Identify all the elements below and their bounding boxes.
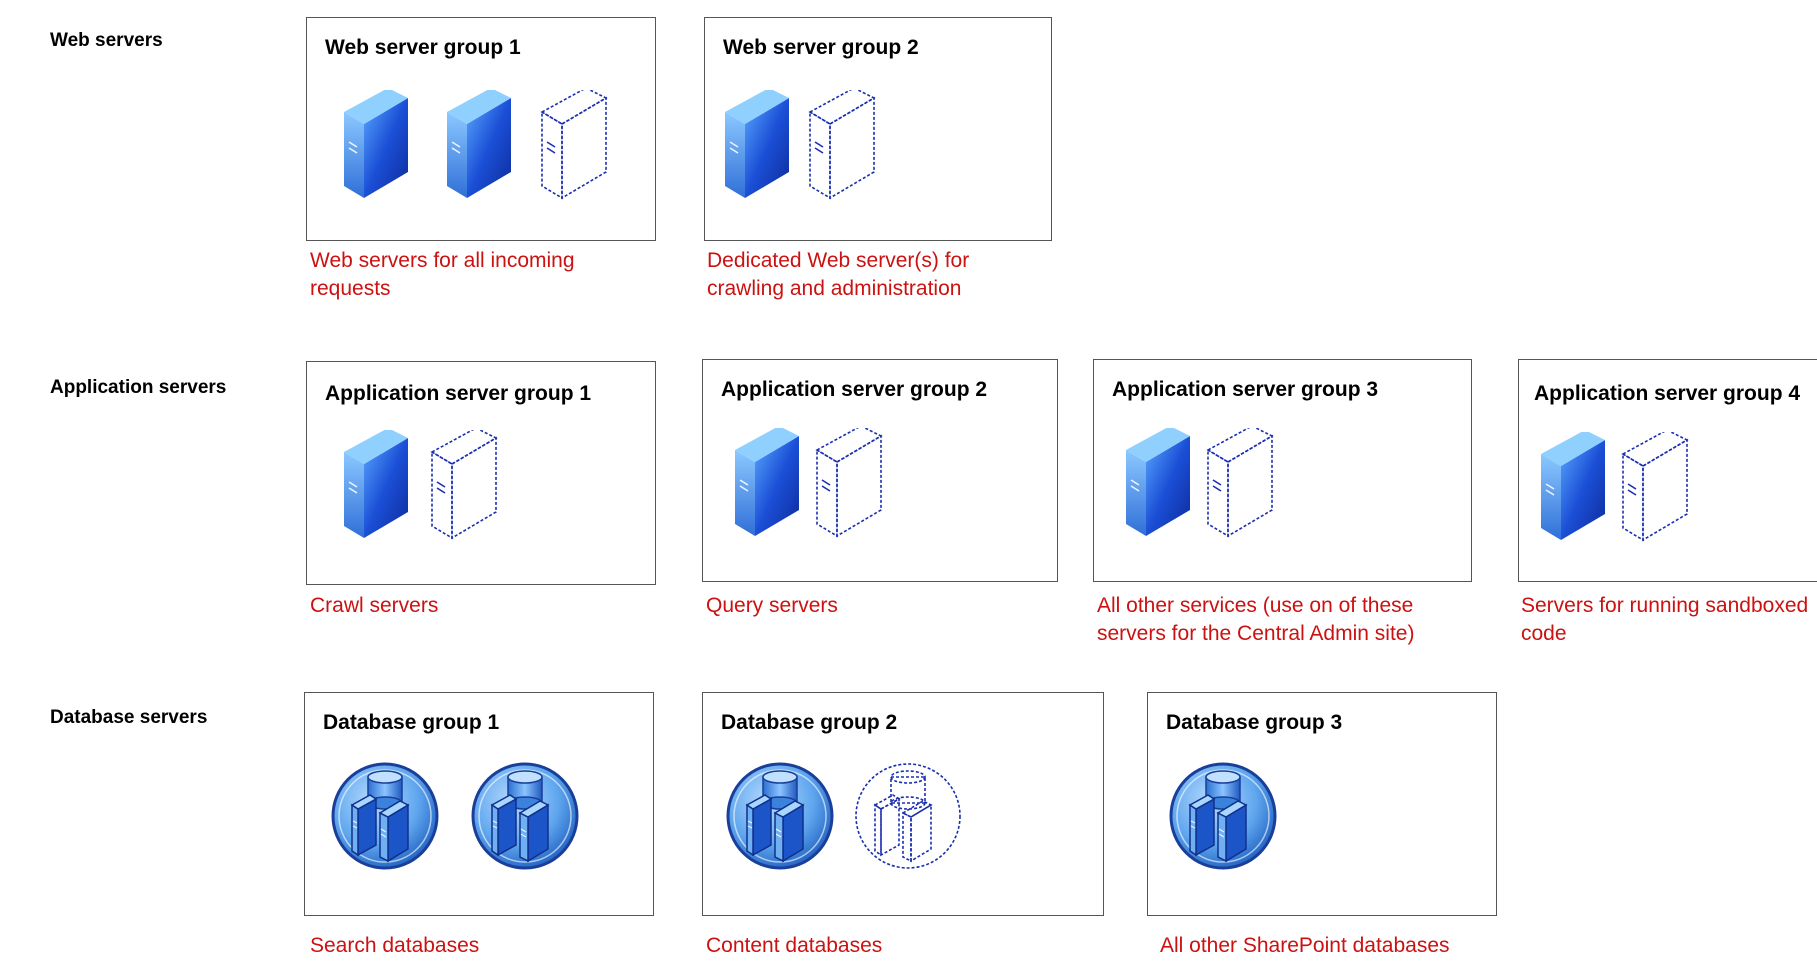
database-group-2: Database group 2 xyxy=(702,692,1104,916)
application-server-group-1-caption: Crawl servers xyxy=(310,594,439,617)
group-title: Application server group 4 xyxy=(1534,382,1801,405)
database-group-1: Database group 1 xyxy=(304,692,654,916)
application-server-group-4: Application server group 4 xyxy=(1518,359,1817,582)
server-placeholder-icon xyxy=(808,90,878,200)
database-server-icon xyxy=(470,761,580,871)
database-group-3: Database group 3 xyxy=(1147,692,1497,916)
database-group-1-caption: Search databases xyxy=(310,934,480,957)
group-title: Application server group 2 xyxy=(721,378,988,401)
server-placeholder-icon xyxy=(430,430,500,540)
group-title: Database group 1 xyxy=(323,711,500,734)
database-server-icon xyxy=(330,761,440,871)
database-server-icon xyxy=(1168,761,1278,871)
server-placeholder-icon xyxy=(815,428,885,538)
group-title: Web server group 2 xyxy=(723,36,919,59)
server-placeholder-icon xyxy=(1621,432,1691,542)
server-icon xyxy=(1539,432,1609,542)
row-label-web-servers: Web servers xyxy=(50,30,163,51)
server-icon xyxy=(1124,428,1194,538)
application-server-group-2-caption: Query servers xyxy=(706,594,838,617)
group-title: Database group 2 xyxy=(721,711,898,734)
database-group-2-caption: Content databases xyxy=(706,934,883,957)
web-server-group-1-caption: Web servers for all incoming requests xyxy=(310,249,575,300)
group-title: Database group 3 xyxy=(1166,711,1343,734)
row-label-application-servers: Application servers xyxy=(50,377,227,398)
group-title: Application server group 3 xyxy=(1112,378,1379,401)
server-icon xyxy=(723,90,793,200)
database-placeholder-icon xyxy=(853,761,963,871)
row-label-database-servers: Database servers xyxy=(50,707,208,728)
server-icon xyxy=(342,430,412,540)
server-icon xyxy=(342,90,412,200)
group-title: Application server group 1 xyxy=(325,382,592,405)
group-title: Web server group 1 xyxy=(325,36,521,59)
server-icon xyxy=(733,428,803,538)
web-server-group-2-caption: Dedicated Web server(s) for crawling and… xyxy=(707,249,970,300)
application-server-group-3: Application server group 3 xyxy=(1093,359,1472,582)
database-group-3-caption: All other SharePoint databases xyxy=(1160,934,1450,957)
application-server-group-1: Application server group 1 xyxy=(306,361,656,585)
server-icon xyxy=(445,90,515,200)
server-placeholder-icon xyxy=(1206,428,1276,538)
application-server-group-2: Application server group 2 xyxy=(702,359,1058,582)
database-server-icon xyxy=(725,761,835,871)
web-server-group-1: Web server group 1 xyxy=(306,17,656,241)
server-placeholder-icon xyxy=(540,90,610,200)
web-server-group-2: Web server group 2 xyxy=(704,17,1052,241)
application-server-group-4-caption: Servers for running sandboxed code xyxy=(1521,594,1809,645)
application-server-group-3-caption: All other services (use on of these serv… xyxy=(1097,594,1415,645)
